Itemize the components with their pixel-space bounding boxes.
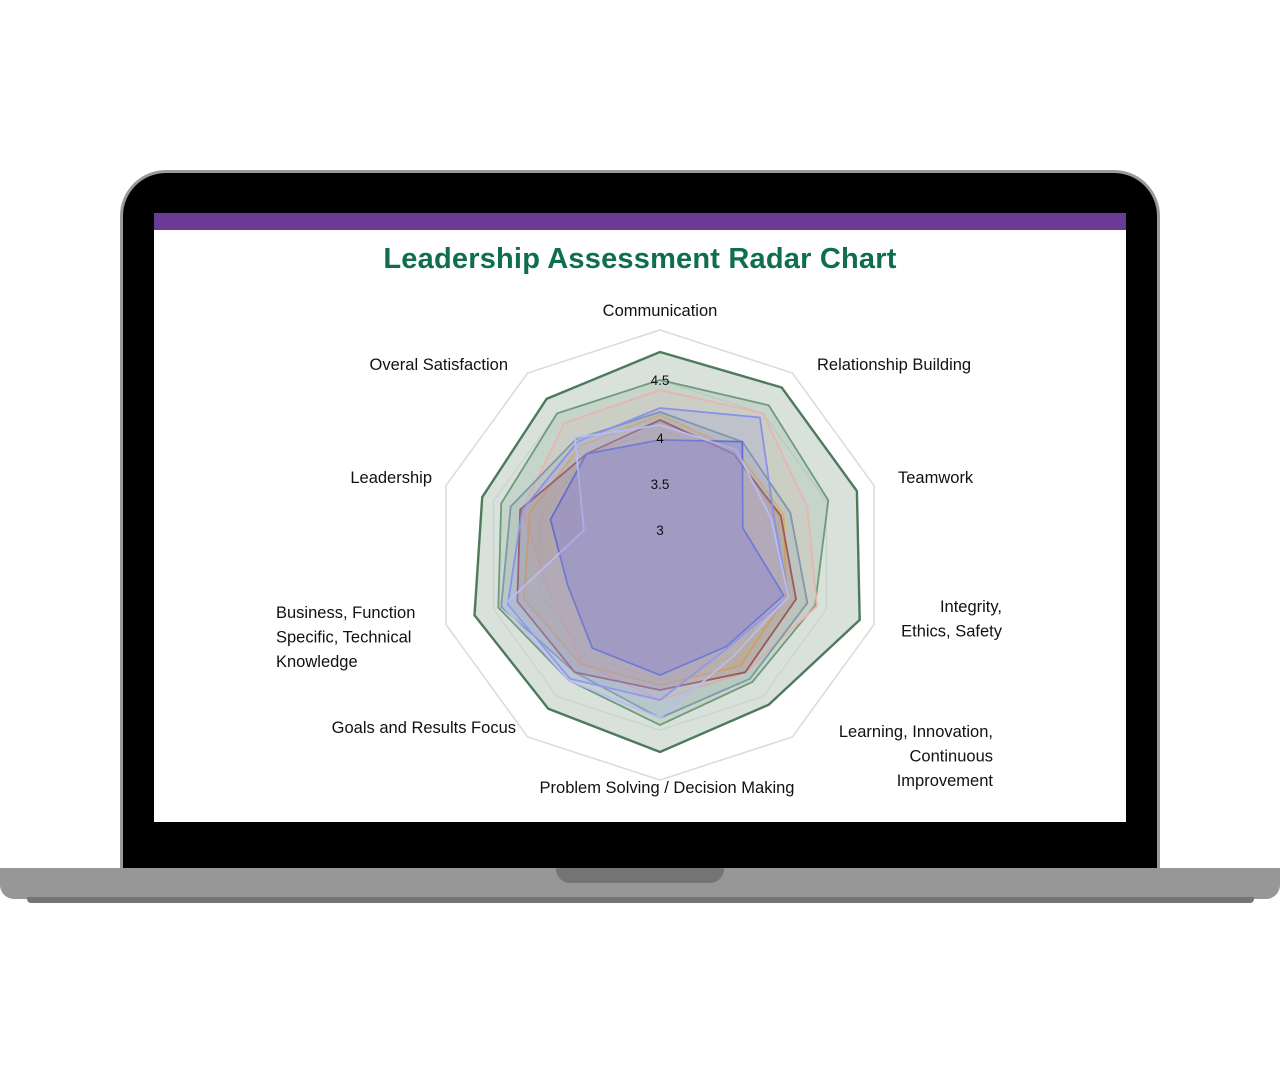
axis-label: Problem Solving / Decision Making: [540, 779, 795, 797]
grid-ring: [445, 329, 875, 781]
accent-bar: [154, 213, 1126, 230]
radial-tick-label: 3.5: [651, 477, 670, 492]
series-polygon[interactable]: [497, 379, 830, 726]
series-polygon[interactable]: [549, 439, 785, 676]
radial-tick-label: 4.5: [651, 373, 670, 388]
axis-label: Teamwork: [898, 469, 974, 487]
axis-label: Goals and Results Focus: [332, 719, 516, 737]
axis-label: Overal Satisfaction: [370, 356, 508, 374]
laptop-notch: [556, 868, 724, 883]
axis-label: Integrity,Ethics, Safety: [901, 598, 1003, 641]
radial-tick-label: 4: [656, 431, 664, 446]
axis-label: Leadership: [350, 469, 432, 487]
series-polygon[interactable]: [506, 407, 790, 701]
radar-grid: [445, 329, 875, 781]
grid-ring: [635, 529, 685, 581]
series-polygon[interactable]: [501, 424, 790, 720]
grid-ring: [540, 429, 780, 681]
axis-label: Relationship Building: [817, 356, 971, 374]
series-polygon[interactable]: [516, 419, 797, 691]
chart-title: Leadership Assessment Radar Chart: [383, 243, 897, 275]
axis-label: Communication: [603, 302, 718, 320]
grid-ring: [588, 479, 732, 631]
laptop-screen: Leadership Assessment Radar Chart 3 3.5 4 4…: [154, 213, 1126, 822]
radial-tick-labels: 3 3.5 4 4.5: [651, 373, 670, 538]
laptop-base-shadow: [27, 897, 1254, 903]
radial-tick-label: 3: [656, 523, 664, 538]
grid-ring: [493, 379, 827, 731]
series-polygon[interactable]: [523, 414, 788, 686]
radar-series: [473, 350, 861, 754]
